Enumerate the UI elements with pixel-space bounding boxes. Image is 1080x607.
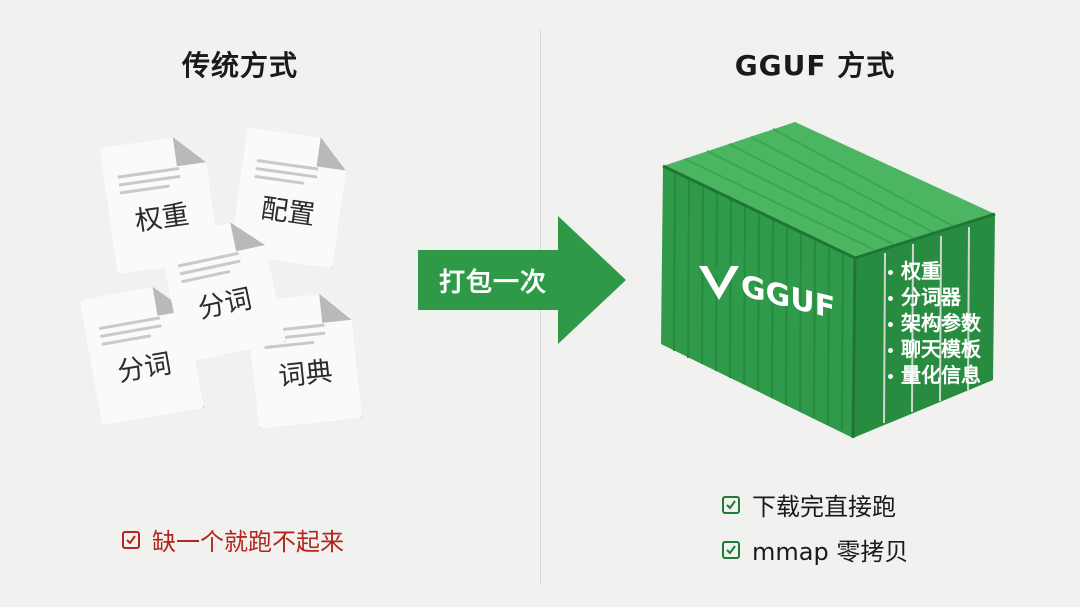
checkbox-icon (722, 540, 740, 559)
page-fold-icon (317, 138, 351, 171)
warning-status: 缺一个就跑不起来 (122, 522, 344, 557)
checkbox-icon (722, 495, 740, 514)
shipping-container: GGUF (661, 122, 996, 438)
gguf-title: GGUF 方式 (734, 49, 896, 82)
contents-item: 架构参数 (888, 310, 981, 336)
container-contents: 权重 分词器 架构参数 聊天模板 量化信息 (888, 258, 981, 388)
contents-item: 量化信息 (888, 362, 981, 388)
success-text: mmap 零拷贝 (752, 538, 909, 566)
gguf-logo-icon (699, 266, 739, 300)
checkbox-icon (122, 530, 140, 549)
document-label: 配置 (259, 193, 317, 232)
contents-item: 分词器 (888, 284, 981, 310)
page-fold-icon (319, 291, 352, 323)
success-status: 下载完直接跑 (722, 487, 896, 522)
traditional-title: 传统方式 (181, 49, 298, 82)
success-text: 下载完直接跑 (752, 493, 896, 521)
right-arrow-icon (418, 216, 626, 344)
document-label: 词典 (277, 356, 334, 393)
contents-item: 聊天模板 (888, 336, 981, 362)
success-status: mmap 零拷贝 (722, 532, 908, 567)
contents-item: 权重 (888, 258, 981, 284)
warning-text: 缺一个就跑不起来 (152, 528, 344, 556)
arrow-label: 打包一次 (438, 268, 547, 298)
page-fold-icon (173, 133, 207, 166)
